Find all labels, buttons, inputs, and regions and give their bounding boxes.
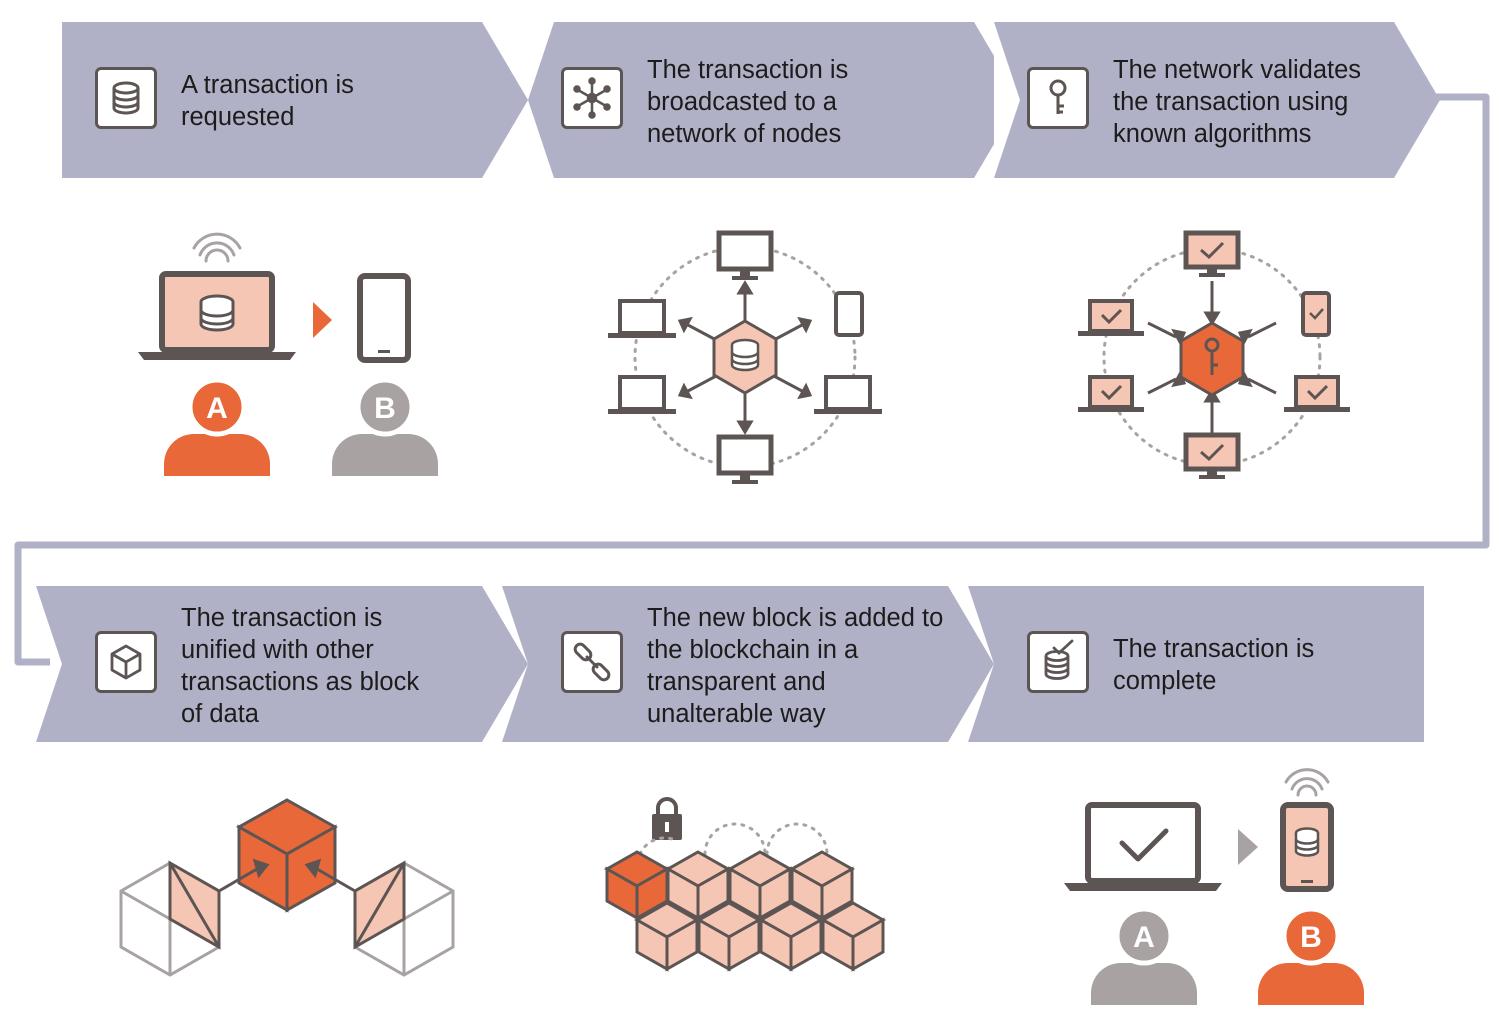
step-1-text: A transaction is requested	[181, 71, 354, 131]
padlock-icon	[652, 797, 682, 840]
monitor-bottom-icon	[716, 434, 774, 484]
step-6-icon-box	[1027, 631, 1089, 693]
chain-dotted-arcs	[638, 822, 829, 856]
monitor-check-bottom	[1183, 432, 1241, 479]
laptop-check-left-bottom	[1078, 375, 1144, 412]
cube-icon	[110, 644, 142, 680]
step-4-banner: The transaction is unified with other tr…	[36, 586, 528, 742]
large-cube-center	[235, 798, 339, 913]
database-icon	[112, 81, 140, 115]
user-a-avatar: A	[164, 377, 270, 476]
illustration-blockchain	[603, 797, 887, 972]
step-1-icon-box	[95, 67, 157, 129]
laptop-left-top-icon	[608, 299, 676, 338]
smartphone-icon	[357, 273, 411, 363]
step-6-text: The transaction is complete	[1113, 635, 1315, 695]
step-4-icon-box	[95, 631, 157, 693]
step-5-icon-box	[561, 631, 623, 693]
wifi-icon	[192, 232, 242, 263]
newest-block-cube	[603, 850, 671, 921]
user-a-label: A	[206, 392, 228, 425]
step-3-banner: The network validates the transaction us…	[994, 22, 1440, 178]
illustration-block-unify	[119, 798, 455, 977]
step-4-text: The transaction is unified with other tr…	[181, 604, 420, 728]
step-6-banner: The transaction is complete	[968, 586, 1424, 742]
smartphone-right-icon	[834, 291, 864, 337]
smartphone-database-icon	[1280, 802, 1334, 892]
network-node-icon	[573, 77, 611, 119]
wifi-icon	[1284, 768, 1330, 797]
database-icon	[199, 294, 235, 332]
arrow-right-icon	[313, 302, 332, 338]
smartphone-check-right	[1301, 291, 1331, 337]
key-icon	[1049, 79, 1067, 114]
step-2-icon-box	[561, 67, 623, 129]
banner-chevron-shape	[528, 22, 994, 178]
illustration-validation	[1078, 230, 1350, 479]
step-2-banner: The transaction is broadcasted to a netw…	[528, 22, 994, 178]
arrow-right-icon	[1238, 829, 1258, 865]
step-5-text: The new block is added to the blockchain…	[647, 604, 944, 728]
banner-chevron-shape	[502, 586, 994, 742]
laptop-check-right-bottom	[1284, 375, 1350, 412]
user-a-label: A	[1133, 921, 1155, 954]
key-icon	[1204, 337, 1220, 375]
database-icon	[730, 338, 760, 372]
step-1-banner: A transaction is requested	[62, 22, 528, 178]
user-b-avatar: B	[1258, 906, 1364, 1005]
banner-chevron-shape	[36, 586, 528, 742]
banner-chevron-shape	[62, 22, 528, 178]
monitor-check-top	[1183, 230, 1241, 277]
step-3-text: The network validates the transaction us…	[1113, 56, 1362, 148]
user-b-avatar: B	[332, 377, 438, 476]
step-2-text: The transaction is broadcasted to a netw…	[647, 56, 849, 148]
blockchain-cubes	[633, 850, 887, 972]
step-5-banner: The new block is added to the blockchain…	[502, 586, 994, 742]
illustration-complete: A B	[1064, 768, 1364, 1005]
laptop-right-bottom-icon	[814, 375, 882, 414]
laptop-check-icon	[1064, 802, 1222, 891]
chain-link-icon	[573, 642, 611, 682]
monitor-top-icon	[716, 230, 774, 280]
step-3-icon-box	[1027, 67, 1089, 129]
banner-chevron-shape	[968, 586, 1424, 742]
database-check-icon	[1044, 639, 1074, 680]
laptop-left-bottom-icon	[608, 375, 676, 414]
user-b-label: B	[1300, 921, 1322, 954]
user-a-avatar: A	[1091, 906, 1197, 1005]
laptop-check-left-top	[1078, 299, 1144, 336]
banner-chevron-shape	[994, 22, 1440, 178]
user-b-label: B	[374, 392, 396, 425]
illustration-broadcast	[608, 230, 882, 484]
illustration-request: A B	[138, 232, 438, 476]
